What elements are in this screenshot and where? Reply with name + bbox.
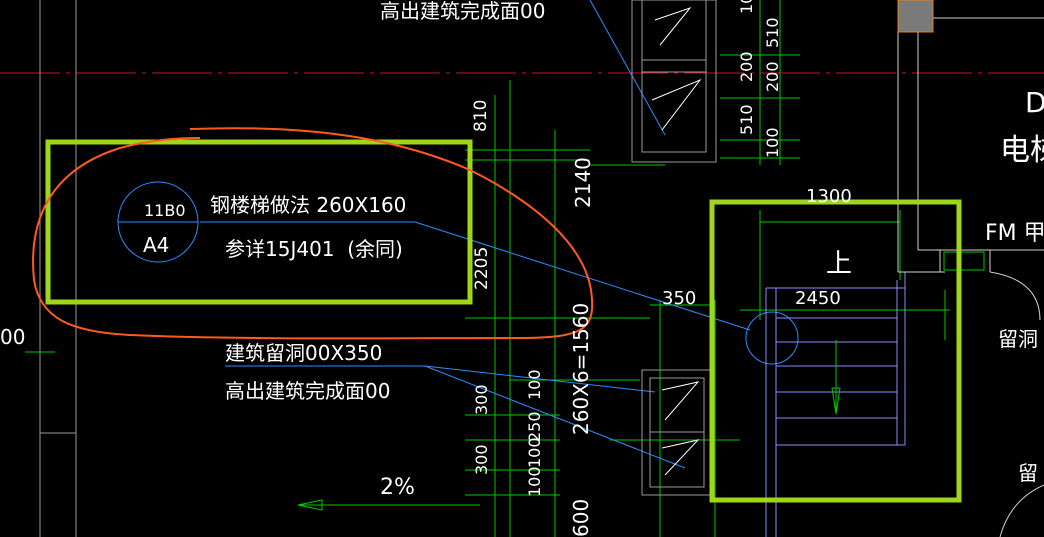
dim-stair-run: 260X6=1560 xyxy=(569,303,593,435)
dim-2205: 2205 xyxy=(472,247,492,290)
reserve-hole-text: 建筑留洞00X350 xyxy=(225,341,382,365)
green-dimension-lines xyxy=(25,0,950,537)
dim-1300: 1300 xyxy=(806,186,852,207)
dim-350: 350 xyxy=(662,288,696,309)
pipe-shaft-top xyxy=(631,0,717,163)
steel-stair-text: 钢楼梯做法 260X160 xyxy=(210,193,406,217)
column-block xyxy=(897,0,934,33)
dim-r100: 100 xyxy=(763,127,782,158)
pipe-shaft-bottom xyxy=(641,369,713,496)
highlight-box-stair xyxy=(709,199,962,503)
door-symbol xyxy=(943,251,985,271)
dim-r510b: 510 xyxy=(737,104,756,135)
dim-2450: 2450 xyxy=(795,288,841,309)
dim-r-top: 100 xyxy=(737,0,756,14)
detail-reference-symbol xyxy=(117,181,199,263)
dim-v300b: 300 xyxy=(472,444,491,475)
dim-r200a: 200 xyxy=(737,51,756,82)
right-wall xyxy=(897,17,1044,537)
dim-v100c: 100 xyxy=(525,466,544,497)
dim-v300a: 300 xyxy=(472,384,491,415)
dim-v100a: 100 xyxy=(525,369,544,400)
right-reserve2-text: 留 xyxy=(1018,461,1038,485)
see-detail-text: 参详15J401 (余同) xyxy=(225,237,403,261)
highlight-box-note xyxy=(45,139,473,305)
slope-arrow xyxy=(297,499,480,511)
dim-r510a: 510 xyxy=(763,17,782,48)
left-cut-text: 00 xyxy=(0,325,25,349)
top-note-text: 高出建筑完成面00 xyxy=(380,0,545,23)
right-d-text: D xyxy=(1025,86,1044,119)
right-reserve1-text: 留洞 xyxy=(998,327,1038,351)
freehand-circle-mark xyxy=(32,127,594,340)
up-text: 上 xyxy=(826,249,852,279)
dim-2140: 2140 xyxy=(571,157,595,208)
left-wall-lines xyxy=(39,0,77,537)
stair-direction-arrow xyxy=(831,340,841,415)
stair-plan xyxy=(765,272,906,537)
dim-810: 810 xyxy=(471,100,491,132)
dim-v250: 250 xyxy=(525,411,544,442)
dim-r200b: 200 xyxy=(763,61,782,92)
dim-v100b: 100 xyxy=(525,437,544,468)
ref-symbol-top: 11B0 xyxy=(144,201,186,220)
right-fm-text: FM 甲 xyxy=(985,221,1044,246)
reserve-hole-note: 高出建筑完成面00 xyxy=(225,379,390,403)
dim-600: 600 xyxy=(569,499,593,537)
ref-symbol-bottom: A4 xyxy=(143,233,169,257)
right-elevator-text: 电梯 xyxy=(1000,133,1044,168)
slope-text: 2% xyxy=(380,475,415,500)
